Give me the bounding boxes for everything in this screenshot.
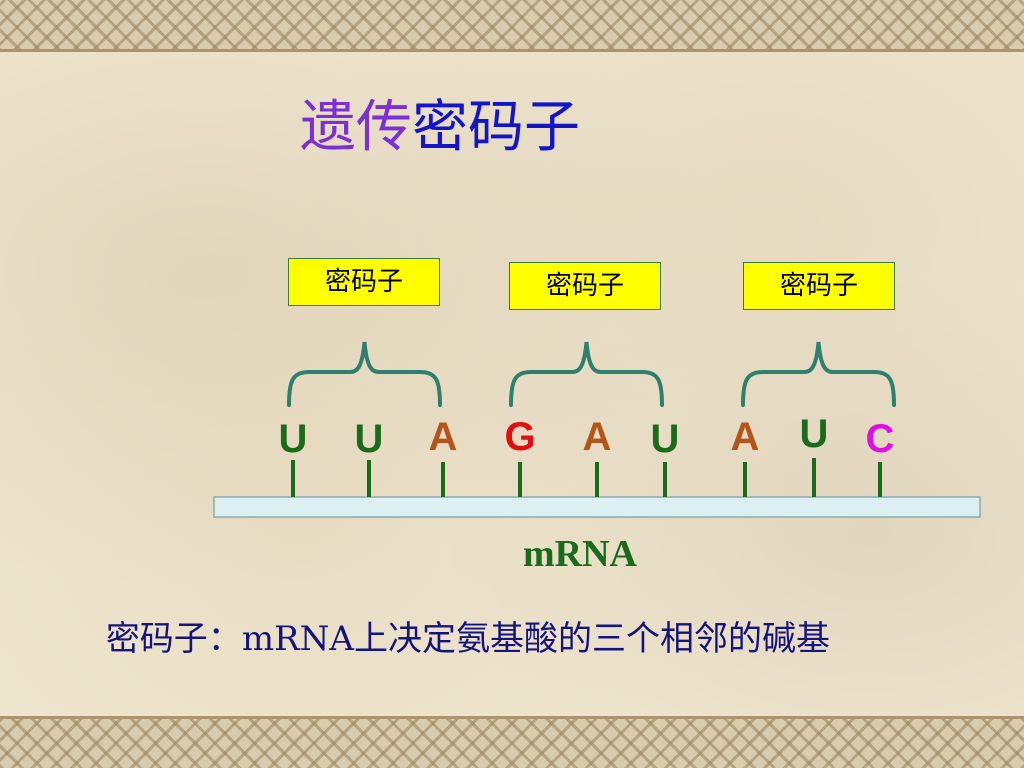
base-letter: A	[731, 415, 760, 459]
base-letter: U	[800, 412, 829, 456]
title-part-1: 遗传	[300, 95, 412, 160]
top-border-pattern	[0, 0, 1024, 52]
codon-brackets	[287, 341, 896, 407]
codon-label-1: 密码子	[288, 258, 440, 306]
base-letter: U	[651, 417, 680, 461]
codon-bracket	[509, 341, 664, 407]
codon-label-2: 密码子	[509, 262, 661, 310]
definition-text: 密码子：mRNA上决定氨基酸的三个相邻的碱基	[95, 610, 915, 668]
title-part-2: 密码子	[412, 95, 580, 160]
codon-label-3: 密码子	[743, 262, 895, 310]
slide-title: 遗传密码子	[300, 88, 700, 168]
base-letter: U	[279, 417, 308, 461]
definition-body: mRNA上决定氨基酸的三个相邻的碱基	[241, 619, 830, 659]
base-letter: G	[504, 415, 535, 459]
base-letter: C	[866, 417, 895, 461]
base-letter: A	[583, 415, 612, 459]
base-letter: U	[355, 417, 384, 461]
bottom-border-pattern	[0, 716, 1024, 768]
base-letter: A	[429, 415, 458, 459]
codon-bracket	[287, 341, 442, 407]
mrna-label: mRNA	[523, 533, 637, 575]
definition-term: 密码子：	[105, 619, 242, 659]
base-ticks	[291, 458, 882, 497]
codon-bracket	[741, 341, 896, 407]
mrna-strand	[213, 496, 981, 518]
